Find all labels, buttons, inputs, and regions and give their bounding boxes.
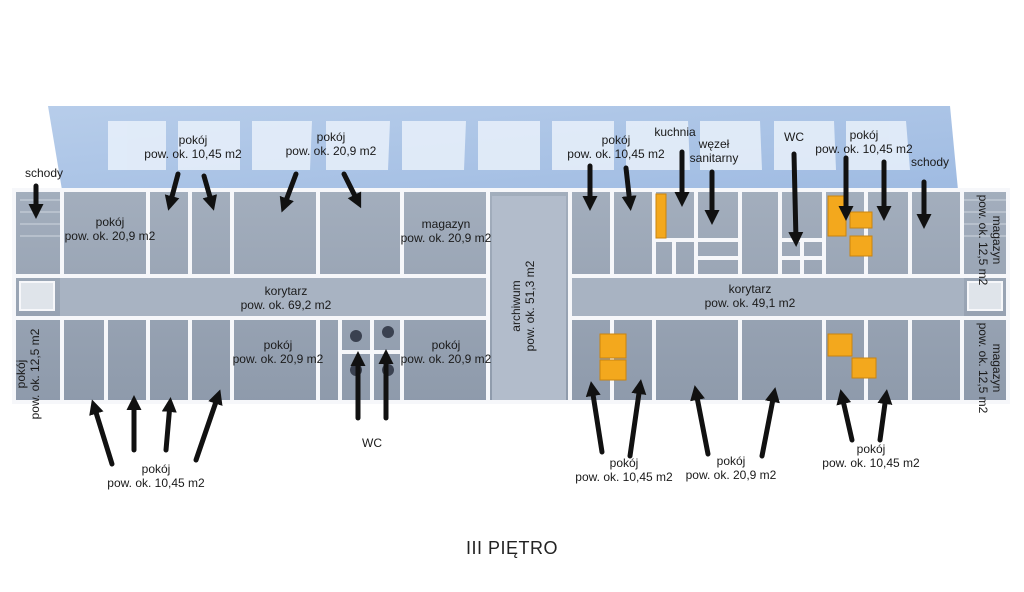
room-name: pokój [856,442,886,456]
room-name: magazyn [990,343,1004,393]
label-kuchnia: kuchnia [654,125,696,139]
room-area: pow. ok. 49,1 m2 [704,296,796,310]
room-name: magazyn [990,215,1004,265]
label-korytarz-left: korytarz pow. ok. 69,2 m2 [241,284,332,312]
room-area: pow. ok. 12,5 m2 [976,322,990,414]
room-name: węzeł [698,137,730,151]
label-wezel: węzeł sanitarny [690,137,739,165]
room-area: pow. ok. 20,9 m2 [400,231,492,245]
room-name: pokój [14,359,28,389]
label-pokoj-top-1: pokój pow. ok. 10,45 m2 [144,133,241,161]
room-name: pokój [141,462,171,476]
label-pokoj-bottom-left: pokój pow. ok. 10,45 m2 [107,462,204,490]
room-area: pow. ok. 10,45 m2 [144,147,242,161]
label-pokoj-bottom-right-2: pokój pow. ok. 20,9 m2 [686,454,777,482]
room-area: pow. ok. 12,5 m2 [28,328,42,420]
room-area: pow. ok. 20,9 m2 [685,468,777,482]
label-pokoj-bottom-right-1: pokój pow. ok. 10,45 m2 [575,456,672,484]
room-name-2: sanitarny [689,151,739,165]
label-schody-right: schody [910,155,950,169]
room-name: korytarz [728,282,772,296]
room-area: pow. ok. 69,2 m2 [240,298,332,312]
room-area: pow. ok. 20,9 m2 [232,352,324,366]
label-pokoj-bottom-right-3: pokój pow. ok. 10,45 m2 [822,442,919,470]
pointer-arrows [28,149,932,467]
floor-title: III PIĘTRO [465,538,558,558]
label-magazyn-mid: magazyn pow. ok. 20,9 m2 [401,217,492,245]
label-wc-bottom: WC [362,436,382,450]
room-name: pokój [263,338,293,352]
label-pokoj-left: pokój pow. ok. 20,9 m2 [65,215,156,243]
corridor-left [60,276,486,318]
label-pokoj-top-2: pokój pow. ok. 20,9 m2 [286,130,377,158]
roof [48,106,958,190]
room-name: pokój [95,215,125,229]
label-magazyn-right-top: magazyn pow. ok. 12,5 m2 [976,190,1004,290]
room-name: pokój [178,133,208,147]
room-area: pow. ok. 20,9 m2 [400,352,492,366]
room-name: korytarz [264,284,308,298]
room-area: pow. ok. 10,45 m2 [567,147,665,161]
room-area: pow. ok. 51,3 m2 [523,260,537,352]
label-schody-left: schody [24,166,64,180]
room-area: pow. ok. 12,5 m2 [976,194,990,286]
room-area: pow. ok. 20,9 m2 [285,144,377,158]
corridor-right [572,276,964,318]
label-korytarz-right: korytarz pow. ok. 49,1 m2 [705,282,796,310]
label-archiwum: archiwum pow. ok. 51,3 m2 [509,251,537,361]
stairs [19,199,1006,311]
room-area: pow. ok. 10,45 m2 [822,456,920,470]
room-name: pokój [849,128,879,142]
room-name: magazyn [421,217,471,231]
room-name: archiwum [509,280,523,332]
label-pokoj-bottom-1: pokój pow. ok. 20,9 m2 [233,338,324,366]
label-pokoj-bottom-2: pokój pow. ok. 20,9 m2 [401,338,492,366]
room-name: pokój [601,133,631,147]
walls [12,188,1010,404]
label-pokoj-top-right-1: pokój pow. ok. 10,45 m2 [567,133,664,161]
room-area: pow. ok. 20,9 m2 [64,229,156,243]
room-name: pokój [716,454,746,468]
label-pokoj-125: pokój pow. ok. 12,5 m2 [14,324,42,424]
room-area: pow. ok. 10,45 m2 [575,470,673,484]
label-wc-top: WC [784,130,804,144]
room-name: pokój [316,130,346,144]
room-name: pokój [609,456,639,470]
label-pokoj-top-right-2: pokój pow. ok. 10,45 m2 [815,128,912,156]
room-area: pow. ok. 10,45 m2 [107,476,205,490]
label-magazyn-right-bottom: magazyn pow. ok. 12,5 m2 [976,318,1004,418]
room-area: pow. ok. 10,45 m2 [815,142,913,156]
room-name: pokój [431,338,461,352]
archive-room [492,196,566,400]
